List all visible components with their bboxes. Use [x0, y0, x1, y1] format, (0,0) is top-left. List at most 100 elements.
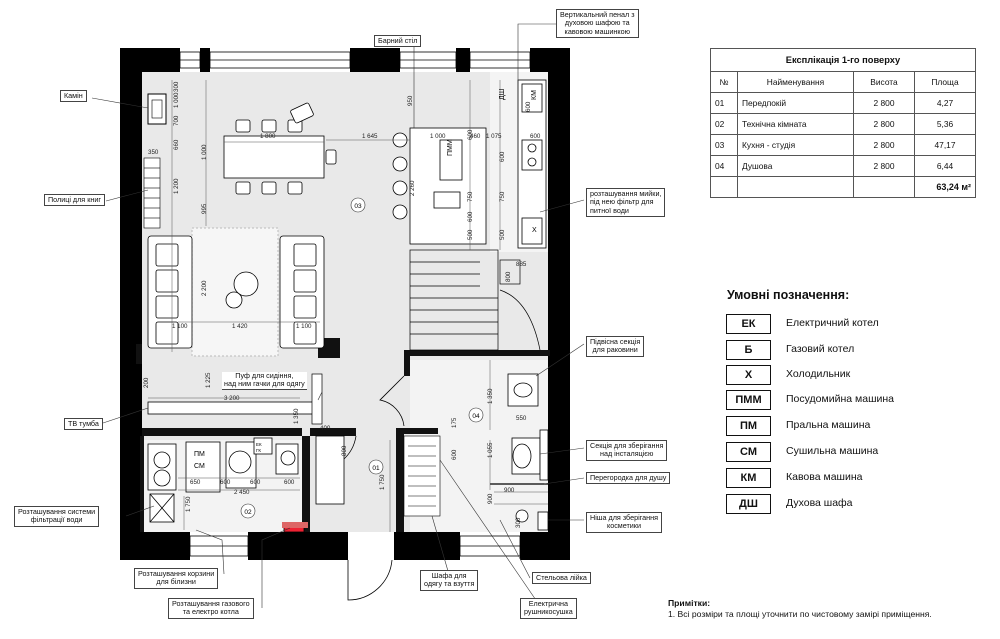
row-area: 6,44 [914, 155, 976, 177]
row-no: 03 [710, 134, 738, 156]
appliance-code: Х [532, 227, 537, 234]
dimension-label: 600 [530, 133, 541, 140]
row-no: 01 [710, 92, 738, 114]
dimension-label: 1 350 [293, 408, 300, 424]
legend-code: КМ [726, 468, 771, 488]
dimension-label: 995 [201, 203, 208, 214]
kitchen-island [392, 127, 487, 245]
dimension-label: 400 [320, 425, 331, 432]
legend-code: ПМ [726, 416, 771, 436]
appliance-code: КМ [531, 90, 538, 100]
room-number: 04 [472, 413, 480, 420]
dimension-label: 300 [173, 81, 180, 92]
dimension-label: 750 [499, 191, 506, 202]
dimension-label: 600 [220, 479, 231, 486]
callout-laundry-basket: Розташування корзини для білизни [134, 568, 219, 589]
dimension-label: 1 100 [172, 323, 188, 330]
bookshelves [143, 157, 161, 229]
notes-title: Примітки: [668, 598, 711, 608]
row-height: 2 800 [853, 113, 915, 135]
callout-wardrobe: Шафа для одягу та взуття [420, 570, 479, 591]
callout-tall-unit: Вертикальний пенал з духовою шафою та ка… [556, 9, 639, 39]
legend-name: Кавова машина [786, 471, 863, 483]
dimension-label: 900 [487, 493, 494, 504]
dimension-label: 2 260 [409, 180, 416, 196]
dimension-label: 1 420 [232, 323, 248, 330]
total-area: 63,24 м² [914, 176, 976, 198]
dimension-label: 700 [173, 115, 180, 126]
room-number: 03 [354, 203, 362, 210]
legend-code: ДШ [726, 494, 771, 514]
legend-title: Умовні позначення: [727, 288, 850, 302]
header-height: Висота [853, 71, 915, 93]
callout-ceiling-shower: Стельова лійка [532, 572, 591, 585]
dimension-label: 950 [407, 95, 414, 106]
appliance-code: СМ [194, 463, 205, 470]
table-row: 03 Кухня - студія 2 800 47,17 [710, 134, 976, 156]
callout-bar-table: Барний стіл [374, 35, 422, 48]
table-row: 02 Технічна кімната 2 800 5,36 [710, 113, 976, 135]
callout-shower-partition: Перегородка для душу [586, 472, 671, 485]
room-number-circle [350, 197, 366, 213]
dining-table [223, 102, 337, 195]
dimension-label: 300 [515, 517, 522, 528]
callout-storage-install: Секція для зберігання над інсталяцією [586, 440, 668, 461]
row-no: 04 [710, 155, 738, 177]
dimension-label: 500 [467, 229, 474, 240]
dimension-label: 175 [451, 417, 458, 428]
legend-name: Посудомийна машина [786, 393, 894, 405]
tech-appliances [147, 435, 345, 533]
dimension-label: 650 [190, 479, 201, 486]
wardrobe [403, 435, 441, 517]
row-area: 47,17 [914, 134, 976, 156]
room-number-circle [240, 503, 256, 519]
dimension-label: 1 800 [260, 133, 276, 140]
table-row: 04 Душова 2 800 6,44 [710, 155, 976, 177]
dimension-label: 1 350 [487, 388, 494, 404]
dimension-label: 1 100 [296, 323, 312, 330]
entry-mat [282, 522, 308, 528]
explication-table: Експлікація 1-го поверху № Найменування … [710, 48, 976, 198]
callout-boiler: Розташування газового та електро котла [168, 598, 254, 619]
dimension-label: 600 [284, 479, 295, 486]
callout-sink: розташування мийки, під нею фільтр для п… [586, 188, 666, 218]
dimension-label: 3 200 [224, 395, 240, 402]
shower-fixtures [490, 373, 549, 531]
row-height: 2 800 [853, 92, 915, 114]
appliance-code: ГК [256, 448, 261, 453]
row-area: 5,36 [914, 113, 976, 135]
callout-pouf: Пуф для сидіння, над ним гачки для одягу [222, 371, 307, 390]
header-no: № [710, 71, 738, 93]
header-area: Площа [914, 71, 976, 93]
row-area: 4,27 [914, 92, 976, 114]
dimension-label: 750 [467, 191, 474, 202]
dimension-label: 1 000 [430, 133, 446, 140]
table-row: 01 Передпокій 2 800 4,27 [710, 92, 976, 114]
tv-unit [147, 401, 317, 415]
leader-lines [91, 23, 585, 608]
dimension-label: 1 200 [173, 178, 180, 194]
callout-hanging-section: Підвісна секція для раковини [586, 336, 645, 357]
appliance-code: ДШ [499, 89, 506, 100]
dimension-label: 2 200 [201, 280, 208, 296]
legend-name: Холодильник [786, 368, 851, 380]
dimension-label: 550 [516, 415, 527, 422]
row-name: Технічна кімната [737, 113, 854, 135]
callout-cosmetics-niche: Ніша для зберігання косметики [586, 512, 662, 533]
dimension-label: 800 [341, 445, 348, 456]
dimension-label: 1 055 [487, 442, 494, 458]
callout-water-filter: Розташування системи фільтрації води [14, 506, 100, 527]
kitchen-counter [517, 79, 547, 249]
legend-name: Пральна машина [786, 419, 871, 431]
dimension-label: 600 [467, 211, 474, 222]
total-row: 63,24 м² [710, 176, 976, 198]
dimension-label: 800 [505, 271, 512, 282]
dimension-label: 1 000 [173, 92, 180, 108]
